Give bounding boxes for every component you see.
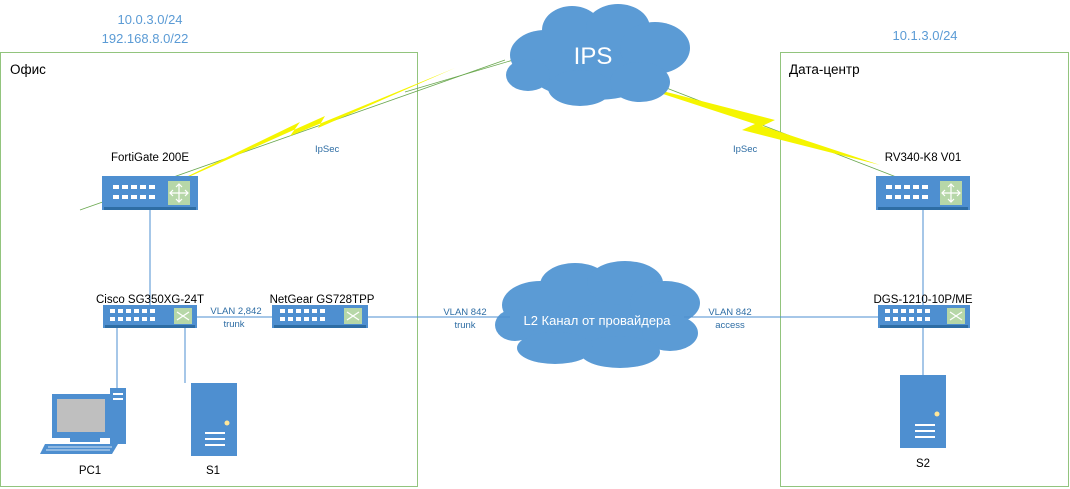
- l2-cloud: [495, 261, 700, 368]
- l2-cloud-label: L2 Канал от провайдера: [523, 313, 671, 328]
- pc1-label: PC1: [79, 465, 101, 477]
- ipsec-right-label: IpSec: [733, 144, 758, 155]
- datacenter-wan-line: [619, 69, 936, 193]
- s2-server-icon: [900, 375, 946, 448]
- cisco-netgear-mode: trunk: [223, 319, 244, 330]
- cisco-netgear-vlan: VLAN 2,842: [210, 306, 261, 317]
- ips-cloud: [506, 4, 690, 106]
- datacenter-zone: [780, 52, 1069, 487]
- netgear-label: NetGear GS728TPP: [270, 294, 375, 306]
- datacenter-subnet: 10.1.3.0/24: [892, 28, 957, 43]
- dgs-label: DGS-1210-10P/ME: [873, 294, 972, 306]
- netgear-l2-vlan: VLAN 842: [443, 307, 486, 318]
- rv340-label: RV340-K8 V01: [885, 152, 962, 164]
- ips-cloud-label: IPS: [574, 43, 613, 70]
- ipsec-bolt-right: [620, 80, 880, 165]
- office-subnet-2: 192.168.8.0/22: [102, 31, 189, 46]
- l2-dgs-mode: access: [715, 320, 745, 331]
- router-arrows-icon: [169, 183, 189, 203]
- switch-arrows-icon: [176, 311, 190, 321]
- office-wan-line-2: [404, 57, 521, 93]
- rv340-router: [876, 176, 970, 210]
- pc1-computer-icon: [40, 388, 126, 454]
- ipsec-bolt-left: [155, 68, 455, 192]
- office-subnet-1: 10.0.3.0/24: [117, 12, 182, 27]
- dgs-switch: [878, 305, 970, 328]
- cisco-label: Cisco SG350XG-24T: [96, 294, 204, 306]
- ipsec-left-label: IpSec: [315, 144, 340, 155]
- s1-server-icon: [191, 383, 237, 456]
- netgear-switch: [272, 305, 368, 328]
- fortigate-label: FortiGate 200E: [111, 152, 189, 164]
- router-arrows-icon: [941, 183, 961, 203]
- fortigate-router: [102, 176, 198, 210]
- l2-dgs-vlan: VLAN 842: [708, 307, 751, 318]
- office-zone: [0, 52, 418, 487]
- s2-label: S2: [916, 458, 930, 470]
- office-zone-label: Офис: [10, 62, 46, 77]
- netgear-l2-mode: trunk: [454, 320, 475, 331]
- switch-arrows-icon: [346, 311, 360, 321]
- datacenter-zone-label: Дата-центр: [789, 62, 860, 77]
- cisco-switch: [103, 305, 197, 328]
- s1-label: S1: [206, 465, 220, 477]
- switch-arrows-icon: [949, 311, 963, 321]
